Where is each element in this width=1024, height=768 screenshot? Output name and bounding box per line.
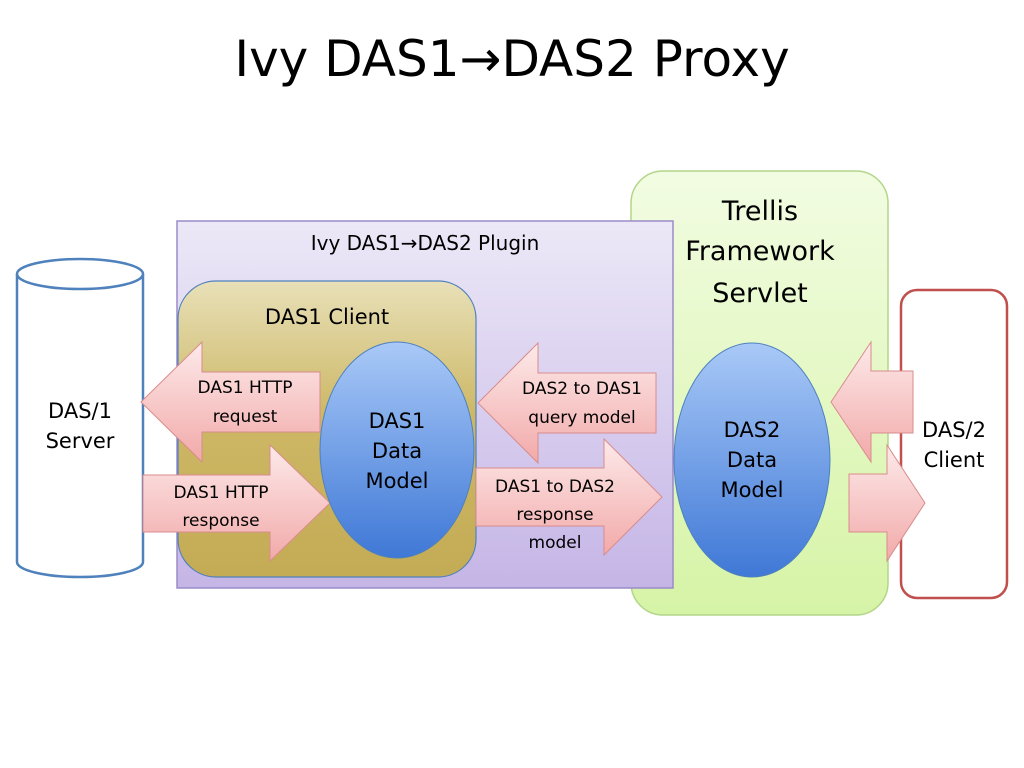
das2-client-box: DAS/2 Client: [899, 288, 1009, 600]
svg-text:query model: query model: [528, 408, 635, 428]
trellis-label-line-3: Servlet: [712, 278, 808, 309]
das1-server-label-line-1: DAS/1: [48, 399, 112, 423]
plugin-label: Ivy DAS1→DAS2 Plugin: [311, 231, 540, 255]
svg-text:Data: Data: [372, 439, 422, 463]
svg-text:DAS2: DAS2: [724, 418, 781, 442]
svg-text:Data: Data: [727, 448, 777, 472]
svg-text:DAS1 HTTP: DAS1 HTTP: [198, 378, 293, 398]
svg-text:response: response: [516, 505, 593, 525]
svg-text:Model: Model: [365, 469, 428, 493]
svg-text:request: request: [213, 407, 278, 427]
page-title: Ivy DAS1→DAS2 Proxy: [234, 30, 790, 88]
svg-text:response: response: [182, 511, 259, 531]
das1-http-request-arrow: DAS1 HTTP request: [140, 340, 321, 464]
das2-client-response-arrow: [848, 443, 926, 563]
das2-client-label-line-1: DAS/2: [922, 418, 986, 442]
trellis-label-line-2: Framework: [685, 236, 835, 267]
das1-http-response-arrow: DAS1 HTTP response: [142, 443, 331, 563]
svg-text:DAS2 to DAS1: DAS2 to DAS1: [522, 379, 642, 399]
das1-server-label-line-2: Server: [46, 429, 115, 453]
das2-client-label-line-2: Client: [924, 448, 985, 472]
das2-data-model: DAS2 Data Model: [673, 342, 831, 578]
das2-client-request-arrow: [830, 340, 914, 464]
das2-to-das1-query-arrow: DAS2 to DAS1 query model: [477, 341, 657, 465]
trellis-label-line-1: Trellis: [721, 196, 798, 227]
das1-server-cylinder: DAS/1 Server: [15, 257, 145, 579]
das1-data-model: DAS1 Data Model: [319, 341, 475, 559]
svg-text:DAS1 HTTP: DAS1 HTTP: [174, 483, 269, 503]
svg-text:Model: Model: [720, 478, 783, 502]
svg-text:model: model: [529, 533, 582, 553]
das1-to-das2-response-arrow: DAS1 to DAS2 response model: [475, 437, 663, 557]
das1-client-label: DAS1 Client: [265, 305, 389, 329]
svg-text:DAS1: DAS1: [369, 409, 426, 433]
svg-text:DAS1 to DAS2: DAS1 to DAS2: [495, 477, 615, 497]
